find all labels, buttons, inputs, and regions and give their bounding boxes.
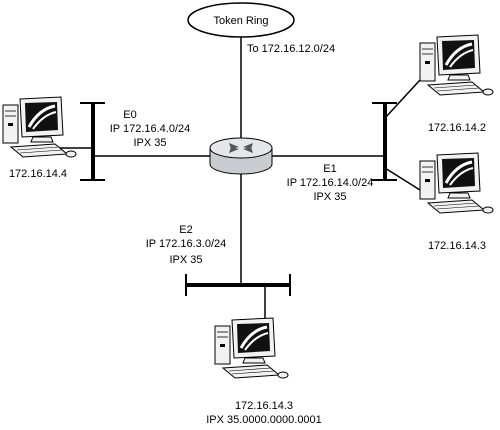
e1-ip: IP 172.16.14.0/24	[287, 177, 374, 189]
segment-e2	[185, 274, 291, 296]
mid-right-host-computer-icon	[418, 151, 495, 215]
e2-ipx: IPX 35	[169, 254, 202, 266]
left-host-ip: 172.16.14.4	[9, 168, 67, 180]
e0-name: E0	[123, 109, 136, 121]
token-ring-label: Token Ring	[213, 15, 268, 27]
bottom-host-ip: 172.16.14.3	[235, 400, 293, 412]
bottom-host-ipx: IPX 35.0000.0000.0001	[206, 414, 322, 426]
e0-ipx: IPX 35	[133, 137, 166, 149]
e2-name: E2	[179, 224, 192, 236]
e1-name: E1	[323, 163, 336, 175]
router	[209, 137, 273, 175]
mid-right-host-ip: 172.16.14.3	[428, 240, 486, 252]
bottom-host-computer-icon	[213, 316, 290, 380]
e0-ip: IP 172.16.4.0/24	[110, 123, 191, 135]
e1-ipx: IPX 35	[313, 191, 346, 203]
top-right-host-computer-icon	[418, 33, 495, 97]
segment-e1	[372, 102, 397, 181]
drop-top-right-host	[384, 79, 421, 119]
drop-mid-right-host	[384, 167, 421, 191]
segment-e0	[80, 102, 105, 181]
token-ring-route: To 172.16.12.0/24	[247, 43, 335, 55]
top-right-host-ip: 172.16.14.2	[428, 122, 486, 134]
e2-ip: IP 172.16.3.0/24	[146, 238, 227, 250]
router-arrows-icon	[229, 143, 253, 153]
